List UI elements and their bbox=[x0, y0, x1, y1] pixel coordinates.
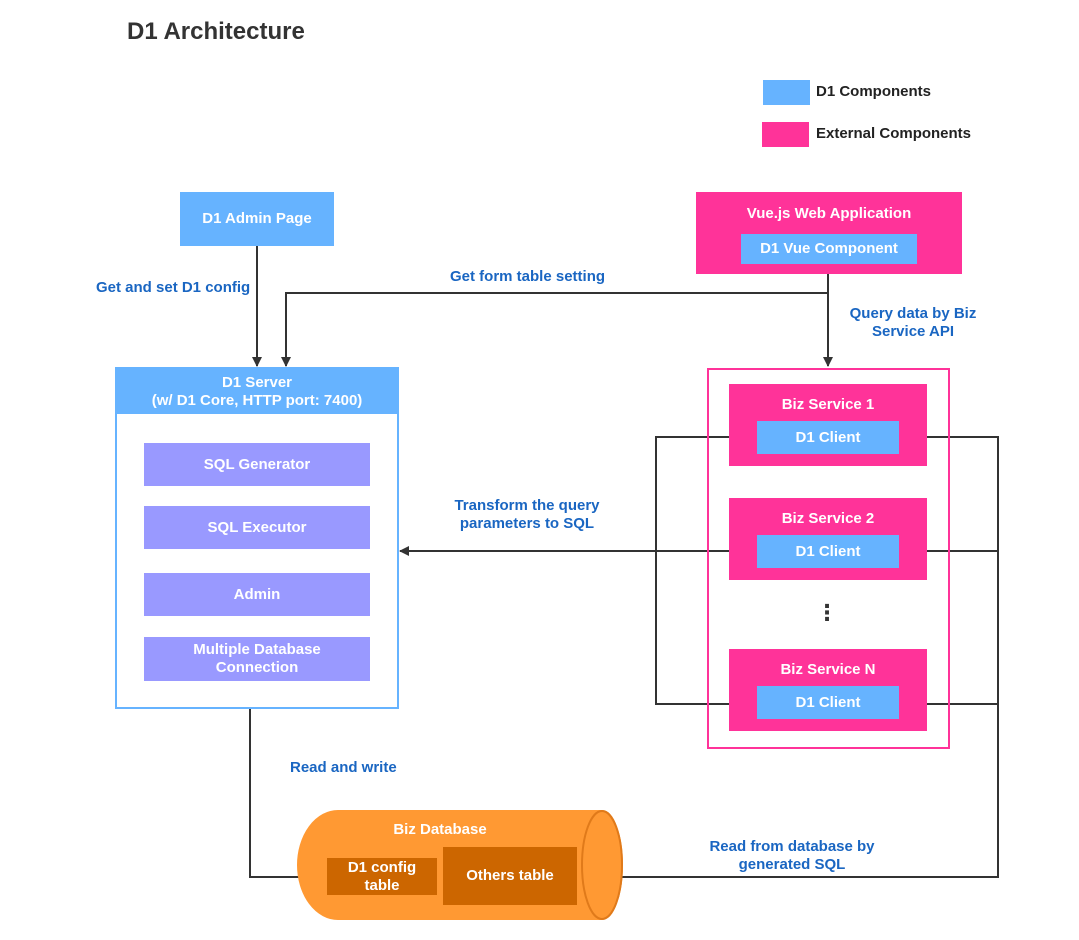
module-admin[interactable]: Admin bbox=[144, 573, 370, 616]
d1-client-n[interactable]: D1 Client bbox=[757, 686, 899, 719]
vue-app-title: Vue.js Web Application bbox=[746, 205, 912, 222]
d1-client-2[interactable]: D1 Client bbox=[757, 535, 899, 568]
biz-service-n-title: Biz Service N bbox=[780, 661, 876, 678]
vue-app-node[interactable]: Vue.js Web Application D1 Vue Component bbox=[696, 192, 962, 274]
d1-server-title: D1 Server bbox=[221, 373, 293, 391]
d1-server-header: D1 Server (w/ D1 Core, HTTP port: 7400) bbox=[117, 369, 397, 414]
label-read-from-db: Read from database by generated SQL bbox=[709, 838, 875, 873]
biz-service-n-node[interactable]: Biz Service N D1 Client bbox=[729, 649, 927, 731]
database-title: Biz Database bbox=[393, 821, 487, 838]
biz-service-2-title: Biz Service 2 bbox=[781, 510, 875, 527]
biz-service-1-title: Biz Service 1 bbox=[781, 396, 875, 413]
table-d1-config[interactable]: D1 config table bbox=[327, 858, 437, 895]
module-sql-generator[interactable]: SQL Generator bbox=[144, 443, 370, 486]
label-transform: Transform the query parameters to SQL bbox=[454, 497, 600, 532]
page-title: D1 Architecture bbox=[127, 18, 305, 45]
ellipsis-icon: ⋮ bbox=[816, 600, 838, 625]
legend-label-external: External Components bbox=[816, 125, 972, 142]
biz-service-2-node[interactable]: Biz Service 2 D1 Client bbox=[729, 498, 927, 580]
legend-swatch-external bbox=[762, 122, 809, 147]
admin-page-node[interactable]: D1 Admin Page bbox=[180, 192, 334, 246]
d1-client-1[interactable]: D1 Client bbox=[757, 421, 899, 454]
table-others[interactable]: Others table bbox=[443, 847, 577, 905]
edge-client-bus-left bbox=[655, 436, 757, 705]
label-read-write: Read and write bbox=[290, 759, 397, 776]
label-query-data: Query data by Biz Service API bbox=[849, 305, 977, 340]
label-get-form-table: Get form table setting bbox=[450, 268, 606, 285]
biz-services-group bbox=[707, 368, 950, 749]
biz-service-1-node[interactable]: Biz Service 1 D1 Client bbox=[729, 384, 927, 466]
d1-server-node[interactable]: D1 Server (w/ D1 Core, HTTP port: 7400) … bbox=[115, 367, 399, 709]
legend-label-d1: D1 Components bbox=[816, 83, 932, 100]
module-multi-db[interactable]: Multiple Database Connection bbox=[144, 637, 370, 681]
legend-swatch-d1 bbox=[763, 80, 810, 105]
edge-vue-to-server bbox=[281, 274, 829, 367]
d1-server-subtitle: (w/ D1 Core, HTTP port: 7400) bbox=[151, 391, 363, 409]
label-get-set-config: Get and set D1 config bbox=[96, 279, 251, 296]
vue-component-node[interactable]: D1 Vue Component bbox=[741, 234, 917, 264]
module-sql-executor[interactable]: SQL Executor bbox=[144, 506, 370, 549]
